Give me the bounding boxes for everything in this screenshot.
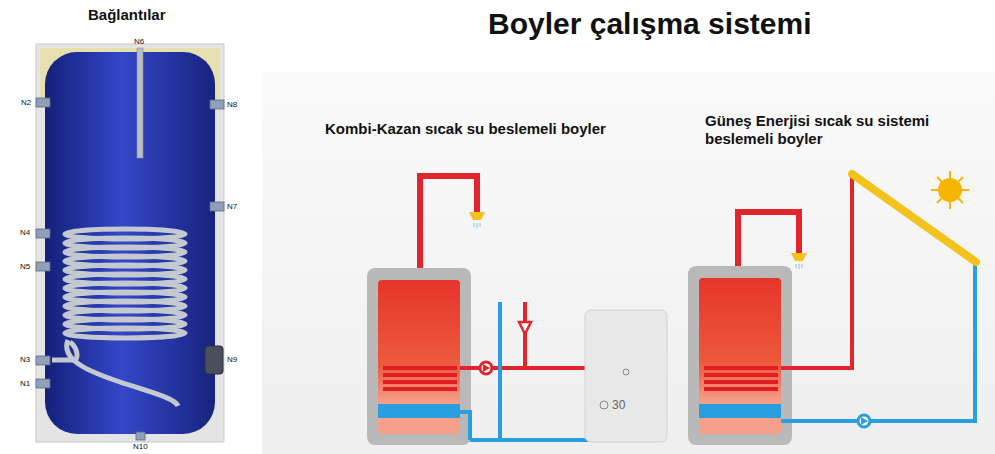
connection-label: N10 — [133, 442, 148, 452]
boiler-water — [378, 280, 460, 434]
sun — [931, 171, 969, 209]
valve — [519, 322, 531, 334]
connection-label: N3 — [20, 355, 30, 365]
panel-background — [262, 72, 995, 454]
tank-cutaway — [36, 44, 224, 442]
connection-label: N6 — [134, 37, 144, 47]
connection-label: N7 — [227, 202, 237, 212]
coil-stripes — [383, 366, 457, 391]
boiler-shell — [688, 266, 792, 445]
boiler-shell — [367, 268, 471, 445]
display-reading: 30 — [612, 398, 625, 412]
hot-pipe — [738, 212, 799, 266]
combi-icon — [623, 369, 629, 375]
solar-panel — [852, 174, 976, 262]
connection-label: N8 — [227, 100, 237, 110]
solar-system — [688, 171, 976, 445]
cold-band — [699, 404, 781, 418]
connection-label: N2 — [21, 98, 31, 108]
shower-head — [791, 253, 807, 261]
heating-coil — [52, 229, 185, 406]
return-pipe — [460, 412, 590, 440]
combi-boiler — [585, 310, 667, 442]
shower-head — [469, 212, 485, 220]
cold-band — [378, 404, 460, 418]
connection-stubs — [36, 98, 224, 440]
sensor-rod — [137, 48, 143, 158]
panel-heading: Bağlantılar — [88, 6, 166, 24]
section-heading: Kombi-Kazan sıcak su beslemeli boyler — [325, 120, 606, 138]
pump-arrow — [483, 364, 490, 372]
cold-pipe — [470, 302, 500, 440]
page-title: Boyler çalışma sistemi — [488, 6, 812, 42]
connection-label: N5 — [20, 262, 30, 272]
connection-label: N4 — [20, 228, 30, 238]
connection-label: N1 — [20, 379, 30, 389]
water-drops — [796, 264, 802, 269]
hot-pipe — [420, 176, 477, 268]
tank-body — [45, 52, 215, 434]
section-heading: Güneş Enerjisi sıcak su sistemi beslemel… — [705, 112, 973, 148]
combi-knob — [600, 401, 608, 409]
solar-return-pipe — [781, 262, 975, 421]
tank-casing — [36, 44, 224, 442]
pump-arrow — [861, 417, 868, 425]
water-drops — [474, 223, 480, 228]
boiler-water — [699, 278, 781, 434]
coil-stripes — [704, 366, 778, 391]
solar-flow-pipe — [781, 176, 852, 368]
flange — [205, 346, 223, 374]
pump — [480, 362, 492, 374]
pump — [858, 415, 870, 427]
combi-system — [367, 176, 667, 445]
connection-label: N9 — [227, 355, 237, 365]
